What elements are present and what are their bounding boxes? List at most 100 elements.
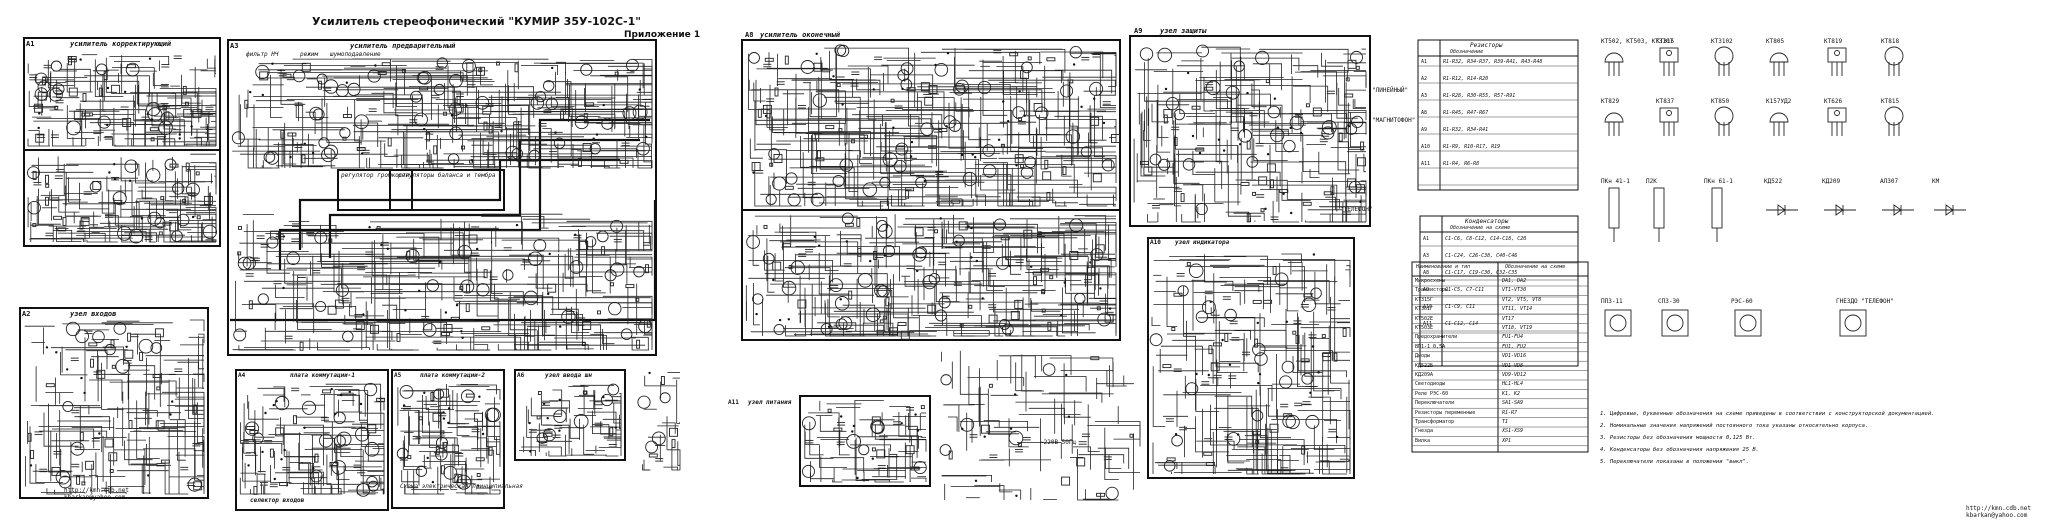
table-cell-ref: КТ503Е <box>1415 325 1434 331</box>
footer-left: http://kmn.cdb.net kbarkan@yahoo.com <box>64 487 130 502</box>
component-label: ГНЕЗДО "ТЕЛЕФОН" <box>1836 298 1894 305</box>
table-cell-ref: А11 <box>1423 321 1433 327</box>
table-cell-ref: Вилка <box>1415 437 1431 444</box>
table-cell-ref: Резисторы переменные <box>1415 409 1476 416</box>
table-cell-value: R1-R9, R10-R17, R19 <box>1443 144 1501 150</box>
table-cell-value: К1, К2 <box>1502 390 1521 397</box>
block-a3-title: усилитель предварительный <box>350 42 456 50</box>
table-cell-value: XP1 <box>1502 437 1512 444</box>
table-cell-value: R1-R32, R34-R37, R39-R41, R43-R48 <box>1443 59 1543 65</box>
footer-left-email[interactable]: kbarkan@yahoo.com <box>64 493 126 501</box>
tape-out-label: "МАГНИТОФОН" <box>1372 117 1416 124</box>
noise-reduction-label: шумоподавление <box>330 51 381 58</box>
pinout-label: КТ3102 <box>1711 38 1733 45</box>
table-cell-ref: А10 <box>1423 304 1433 310</box>
block-a10-ref: А10 <box>1150 239 1161 246</box>
table-cell-ref: А10 <box>1421 144 1431 150</box>
block-a3-ref: А3 <box>230 42 239 50</box>
table-capacitors-col: Обозначение на схеме <box>1450 225 1511 231</box>
block-a2-frame <box>19 307 209 499</box>
table-cell-value: Т1 <box>1502 419 1509 425</box>
table-cell-value: С1-С17, С19-С30, С32-С35 <box>1445 270 1518 276</box>
pinout-label: КТ315 <box>1656 38 1675 45</box>
pinout-label: КТ626 <box>1824 98 1843 105</box>
table-elements-col2: Обозначение на схеме <box>1505 264 1566 270</box>
pinout-label: КТ850 <box>1711 98 1730 105</box>
block-a5-frame <box>391 369 505 509</box>
filter-label: фильтр НЧ <box>246 51 279 58</box>
component-label: КД522 <box>1764 178 1783 185</box>
component-label: П2К <box>1646 178 1657 185</box>
block-a6-frame <box>514 369 626 461</box>
table-cell-ref: Транзисторы <box>1415 287 1449 294</box>
table-cell-ref: Переключатели <box>1415 400 1455 407</box>
table-cell-ref: КТ315Г <box>1415 296 1434 303</box>
pinout-label: КТ829 <box>1601 98 1620 105</box>
signal-bus-4 <box>230 200 657 322</box>
table-cell-value: С1-С24, С26-С38, С40-С46 <box>1445 253 1518 259</box>
pinout-label: КТ815 <box>1881 98 1900 105</box>
component-label: СП3-30 <box>1658 298 1680 305</box>
block-a11-ref: А11 <box>728 399 739 406</box>
table-resistors-title: Резисторы <box>1470 42 1503 49</box>
table-cell-value: XS1-XS9 <box>1502 428 1524 435</box>
note-line: 5. Переключатели показаны в положении "в… <box>1600 459 1750 465</box>
footer-right-url[interactable]: http://kmn.cdb.net <box>1966 505 2032 512</box>
table-cell-value: С1-С9, С11 <box>1445 304 1476 310</box>
table-cell-ref: КД209А <box>1415 372 1434 378</box>
table-cell-ref: ВП1-1 0,5А <box>1415 343 1446 350</box>
table-capacitors-frame <box>1419 215 1579 367</box>
note-line: 2. Номинальные значения напряжений посто… <box>1600 423 1869 429</box>
table-cell-value: HL1-HL4 <box>1502 381 1524 388</box>
block-a11-frame <box>799 395 931 487</box>
note-line: 4. Конденсаторы без обозначения напряжен… <box>1600 447 1759 453</box>
table-cell-value: VT11, VT14 <box>1502 306 1533 313</box>
table-cell-ref: Светодиоды <box>1415 381 1446 388</box>
note-line: 3. Резисторы без обозначения мощности 0,… <box>1600 435 1756 441</box>
footer-right-email[interactable]: kbarkan@yahoo.com <box>1966 511 2028 519</box>
footer-left-url[interactable]: http://kmn.cdb.net <box>64 487 130 494</box>
input-selector-label: селектор входов <box>250 497 305 504</box>
block-a2-title: узел входов <box>70 310 117 318</box>
component-label: ПКн 41-1 <box>1601 178 1630 185</box>
block-a9-frame <box>1129 35 1371 227</box>
block-a1-ref: А1 <box>26 40 35 48</box>
component-label: АЛ307 <box>1880 178 1899 185</box>
table-cell-ref: Микросхемы <box>1415 278 1446 284</box>
table-cell-ref: Диоды <box>1415 353 1431 360</box>
block-a1-title: усилитель корректирующий <box>70 40 172 48</box>
block-a5-ref: А5 <box>394 372 402 379</box>
pinout-label: КТ837 <box>1656 98 1675 105</box>
pinout-label: КТ805 <box>1766 38 1785 45</box>
block-a8-frame <box>741 39 1121 341</box>
table-cell-value: VD1-VD16 <box>1502 353 1527 360</box>
table-cell-ref: Гнезда <box>1415 428 1434 435</box>
table-cell-value: FU1-FU4 <box>1502 334 1524 341</box>
table-cell-value: R1-R45, R47-R67 <box>1443 110 1489 116</box>
block-a10-title: узел индикатора <box>1175 239 1230 246</box>
table-cell-ref: А3 <box>1421 93 1428 99</box>
block-a4-ref: А4 <box>238 372 246 379</box>
table-cell-value: С1-С6, С8-С12, С14-С18, С20 <box>1445 236 1527 242</box>
block-a3-frame <box>227 39 657 356</box>
table-cell-value: FU1, FU2 <box>1502 343 1527 350</box>
component-label: РЭС-60 <box>1731 298 1753 305</box>
block-a6-title: узел ввода шн <box>545 372 592 379</box>
pinout-drawings <box>1604 46 1966 337</box>
block-volume-frame <box>337 169 413 211</box>
block-a9-ref: А9 <box>1134 27 1143 35</box>
table-cell-ref: Трансформатор <box>1415 419 1455 425</box>
table-resistors-frame <box>1417 39 1579 191</box>
table-cell-value: DA1, DA2 <box>1502 278 1527 284</box>
block-a4-frame <box>235 369 389 511</box>
table-cell-value: R1-R32, R34-R41 <box>1443 127 1489 133</box>
block-a10-frame <box>1147 237 1355 479</box>
table-cell-value: SA1-SA9 <box>1502 400 1524 407</box>
table-cell-ref: А2 <box>1421 76 1428 82</box>
table-cell-ref: КД522Б <box>1415 362 1434 369</box>
table-cell-value: R1-R12, R14-R20 <box>1443 76 1489 82</box>
block-a9-title: узел защиты <box>1160 27 1207 35</box>
pinout-label: К157УД2 <box>1766 98 1792 105</box>
mains-label: ~220В 50Гц <box>1040 439 1077 446</box>
